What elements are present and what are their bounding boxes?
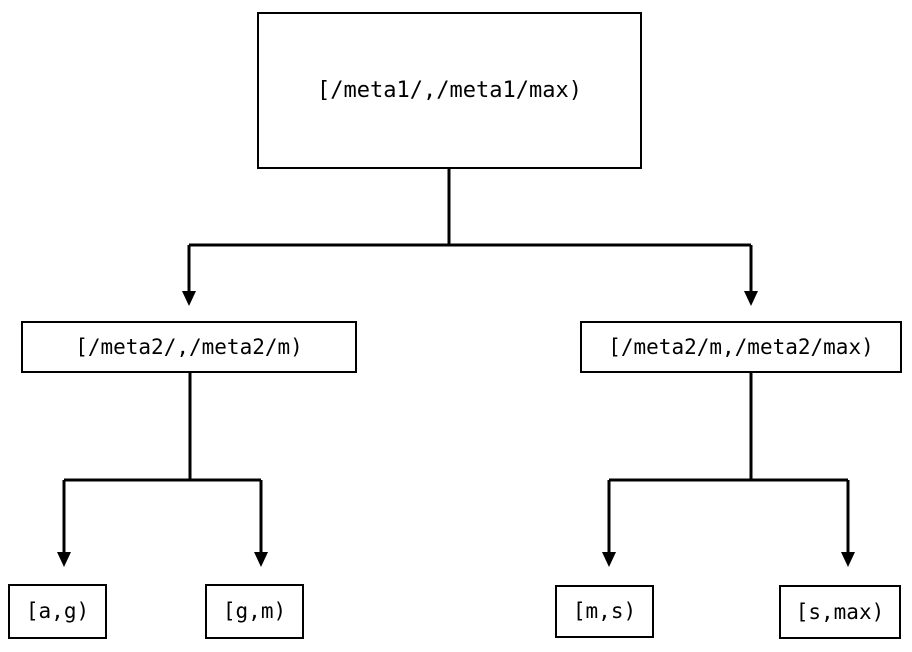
edge-mid-left-to-leaves-group: [57, 373, 268, 567]
arrowhead-root-to-mid-right: [744, 291, 758, 306]
arrowhead-mid-left-to-leaf-ag: [57, 552, 71, 567]
tree-node-leaf-ms[interactable]: [m,s): [555, 585, 654, 638]
tree-node-leaf-smax[interactable]: [s,max): [779, 585, 901, 639]
edge-mid-right-to-leaves-group: [602, 373, 855, 567]
arrowhead-mid-left-to-leaf-gm: [254, 552, 268, 567]
tree-node-mid-right[interactable]: [/meta2/m,/meta2/max): [580, 321, 902, 373]
arrowhead-root-to-mid-left: [182, 291, 196, 306]
tree-node-leaf-gm[interactable]: [g,m): [205, 584, 304, 639]
tree-node-leaf-ag-label: [a,g): [25, 599, 90, 623]
tree-node-leaf-ms-label: [m,s): [572, 599, 637, 623]
tree-node-mid-left[interactable]: [/meta2/,/meta2/m): [21, 321, 357, 373]
arrowhead-mid-right-to-leaf-smax: [841, 552, 855, 567]
tree-node-root[interactable]: [/meta1/,/meta1/max): [257, 12, 642, 169]
tree-node-leaf-smax-label: [s,max): [795, 599, 885, 624]
tree-node-leaf-ag[interactable]: [a,g): [8, 584, 107, 639]
tree-node-root-label: [/meta1/,/meta1/max): [317, 77, 582, 103]
arrowhead-mid-right-to-leaf-ms: [602, 552, 616, 567]
edge-root-to-mid-group: [182, 169, 758, 306]
tree-node-mid-right-label: [/meta2/m,/meta2/max): [608, 334, 874, 359]
tree-node-leaf-gm-label: [g,m): [222, 599, 287, 623]
tree-node-mid-left-label: [/meta2/,/meta2/m): [75, 334, 303, 359]
